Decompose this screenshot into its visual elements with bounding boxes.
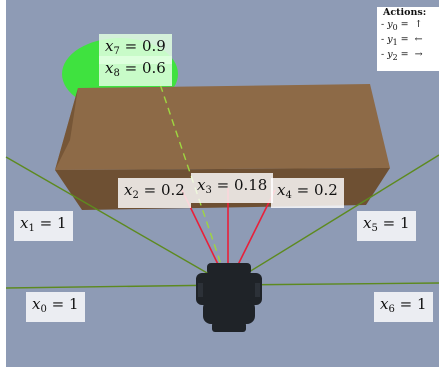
ray-x0 (5, 284, 229, 289)
sensor-x6-label: x6 = 1 (374, 292, 433, 322)
right-arrow-icon: → (414, 48, 423, 60)
left-arrow-icon: ← (414, 33, 423, 45)
action-y0: - y0 = ↑ (381, 19, 423, 32)
ray-x6 (227, 282, 439, 286)
up-arrow-icon: ↑ (414, 19, 423, 30)
left-frame-strip (0, 0, 6, 367)
actions-title: Actions: (383, 7, 427, 18)
robot (196, 263, 262, 332)
box-top-face (55, 84, 390, 170)
sensor-x0-label: x0 = 1 (26, 292, 85, 322)
actions-panel: Actions: - y0 = ↑ - y1 = ← - y2 = → (377, 7, 439, 71)
sensor-x2-label: x2 = 0.2 (118, 178, 191, 208)
sensor-x5-label: x5 = 1 (357, 211, 416, 241)
sensor-x1-label: x1 = 1 (14, 211, 73, 241)
sensor-x4-label: x4 = 0.2 (271, 178, 344, 208)
ray-x5 (227, 154, 439, 286)
box-left-face (55, 88, 78, 170)
sensor-x3-label: x3 = 0.18 (191, 173, 274, 203)
ray-x1 (5, 156, 229, 286)
action-y2: - y2 = → (381, 48, 423, 62)
sensor-x8-label: x8 = 0.6 (99, 56, 172, 86)
action-y1: - y1 = ← (381, 33, 423, 47)
